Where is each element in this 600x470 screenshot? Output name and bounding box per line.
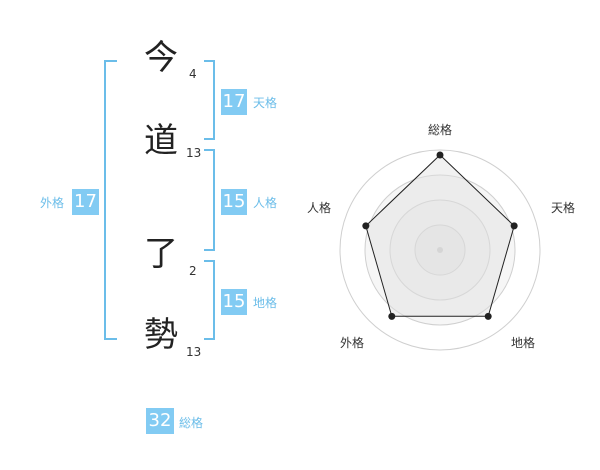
jinkaku-value: 15 — [221, 189, 247, 215]
soukaku-label: 総格 — [179, 416, 204, 430]
name-char-4: 勢 — [144, 315, 178, 355]
chikaku-label: 地格 — [253, 296, 278, 310]
radar-label-tenkaku: 天格 — [551, 201, 576, 215]
radar-label-jinkaku: 人格 — [307, 201, 332, 215]
stroke-count-4: 13 — [186, 345, 202, 359]
name-char-3: 了 — [144, 234, 178, 274]
name-char-2: 道 — [144, 121, 178, 161]
gaikaku-bracket — [104, 60, 117, 340]
jinkaku-bracket — [204, 149, 215, 251]
radar-point-5 — [362, 222, 370, 230]
chikaku-value: 15 — [221, 289, 247, 315]
radar-center-dot — [437, 247, 443, 253]
name-char-1: 今 — [144, 38, 178, 78]
gaikaku-label: 外格 — [40, 196, 65, 210]
tenkaku-bracket — [204, 60, 215, 140]
radar-point-2 — [510, 222, 518, 230]
stroke-count-2: 13 — [186, 146, 202, 160]
radar-label-gaikaku: 外格 — [340, 336, 365, 350]
radar-point-1 — [436, 151, 444, 159]
radar-label-soukaku: 総格 — [428, 123, 453, 137]
jinkaku-label: 人格 — [253, 196, 278, 210]
gaikaku-value: 17 — [72, 189, 99, 215]
stroke-count-1: 4 — [189, 67, 197, 81]
radar-point-3 — [484, 312, 492, 320]
chikaku-bracket — [204, 260, 215, 340]
soukaku-value: 32 — [146, 408, 174, 434]
radar-polygon — [365, 154, 515, 317]
tenkaku-value: 17 — [221, 89, 247, 115]
tenkaku-label: 天格 — [253, 96, 278, 110]
radar-label-chikaku: 地格 — [511, 336, 536, 350]
stroke-count-3: 2 — [189, 264, 197, 278]
radar-point-4 — [388, 312, 396, 320]
